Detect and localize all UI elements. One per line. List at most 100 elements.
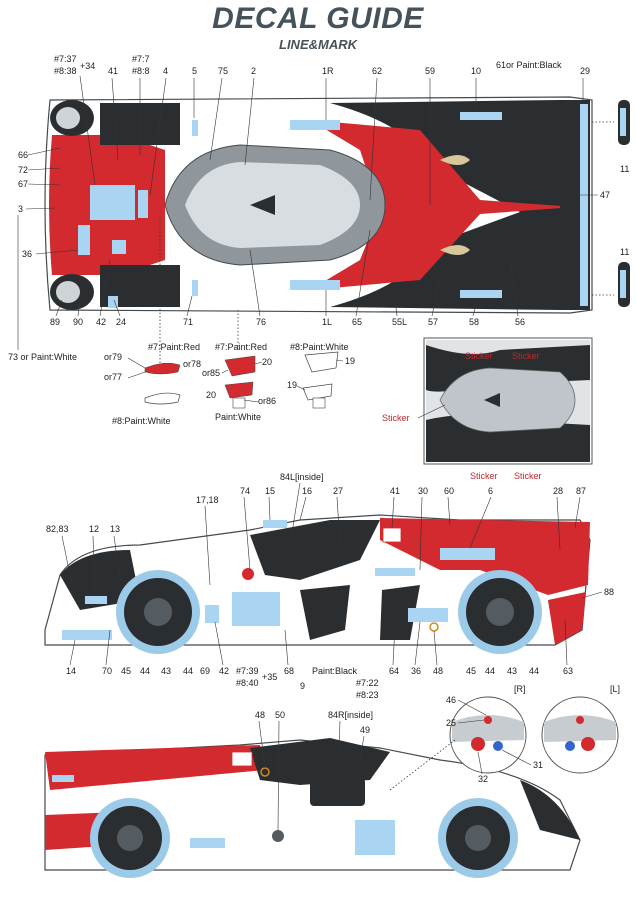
label-73: 73 or Paint:White <box>8 352 77 362</box>
label-89: 89 <box>50 317 60 327</box>
label-19a: 19 <box>345 356 355 366</box>
sticker-label-2: Sticker <box>512 351 540 361</box>
label-67: 67 <box>18 179 28 189</box>
label-15: 15 <box>265 486 275 496</box>
detail-parts: #7:Paint:Red or79 or78 or77 #8:Paint:Whi… <box>104 218 355 426</box>
label-16: 16 <box>302 486 312 496</box>
sticker-inset: Sticker Sticker Sticker Sticker Sticker <box>382 337 593 481</box>
label-p8-white-a: #8:Paint:White <box>112 416 171 426</box>
detail-part-20a <box>224 355 256 377</box>
label-p8-white-b: #8:Paint:White <box>290 342 349 352</box>
label-71: 71 <box>183 317 193 327</box>
label-70: 70 <box>102 666 112 676</box>
label-r: [R] <box>514 684 526 694</box>
label-82-83: 82,83 <box>46 524 69 534</box>
detail-part-19a <box>304 351 339 373</box>
label-44-d: 44 <box>529 666 539 676</box>
label-75: 75 <box>218 66 228 76</box>
label-90: 90 <box>73 317 83 327</box>
label-9: 9 <box>300 681 305 691</box>
label-3: 3 <box>18 204 23 214</box>
label-13: 13 <box>110 524 120 534</box>
label-28: 28 <box>553 486 563 496</box>
side-view-car-right <box>44 696 619 878</box>
label-1r: 1R <box>322 66 334 76</box>
side-view-car-left <box>44 514 591 654</box>
label-41-side: 41 <box>390 486 400 496</box>
label-8-8: #8:8 <box>132 66 150 76</box>
sticker-label-3: Sticker <box>382 413 410 423</box>
label-11-bottom: 11 <box>620 247 629 257</box>
top-view-black-rear <box>330 100 560 310</box>
label-l: [L] <box>610 684 620 694</box>
label-41: 41 <box>108 66 118 76</box>
label-58: 58 <box>469 317 479 327</box>
label-66: 66 <box>18 150 28 160</box>
label-69: 69 <box>200 666 210 676</box>
label-63: 63 <box>563 666 573 676</box>
label-p7-red-a: #7:Paint:Red <box>148 342 200 352</box>
label-paint-black: Paint:Black <box>312 666 358 676</box>
label-61: 61or Paint:Black <box>496 60 562 70</box>
page-title: DECAL GUIDE <box>212 2 424 35</box>
label-87: 87 <box>576 486 586 496</box>
label-7-37: #7:37 <box>54 54 77 64</box>
label-or79: or79 <box>104 352 122 362</box>
label-or78: or78 <box>183 359 201 369</box>
label-59: 59 <box>425 66 435 76</box>
label-44-c: 44 <box>485 666 495 676</box>
label-7-39: #7:39 <box>236 666 259 676</box>
top-view-red-sweep <box>310 120 575 290</box>
label-34: +34 <box>80 61 95 71</box>
top-view-labels: #7:37 #8:38 +34 41 #7:7 #8:8 4 5 75 2 1R… <box>8 54 629 362</box>
label-36-side: 36 <box>411 666 421 676</box>
label-20b: 20 <box>206 390 216 400</box>
label-17-18: 17,18 <box>196 495 219 505</box>
label-8-40: #8:40 <box>236 678 259 688</box>
label-84l: 84L[inside] <box>280 472 324 482</box>
label-or77: or77 <box>104 372 122 382</box>
label-14: 14 <box>66 666 76 676</box>
detail-part-19b <box>302 383 333 401</box>
side-view-labels: 84L[inside] 17,18 74 15 16 27 41 30 60 6… <box>46 472 614 700</box>
label-2: 2 <box>251 66 256 76</box>
label-43-a: 43 <box>161 666 171 676</box>
page-subtitle: LINE&MARK <box>279 37 357 52</box>
label-4: 4 <box>163 66 168 76</box>
label-44-b: 44 <box>183 666 193 676</box>
label-49: 49 <box>360 725 370 735</box>
label-72: 72 <box>18 165 28 175</box>
label-10: 10 <box>471 66 481 76</box>
label-36: 36 <box>22 249 32 259</box>
label-or86: or86 <box>258 396 276 406</box>
label-8-23: #8:23 <box>356 690 379 700</box>
label-31: 31 <box>533 760 543 770</box>
label-paint-white: Paint:White <box>215 412 261 422</box>
label-76: 76 <box>256 317 266 327</box>
label-42: 42 <box>96 317 106 327</box>
label-45-b: 45 <box>466 666 476 676</box>
label-62: 62 <box>372 66 382 76</box>
sticker-label-1: Sticker <box>465 351 493 361</box>
label-45-a: 45 <box>121 666 131 676</box>
label-7-7: #7:7 <box>132 54 150 64</box>
label-1l: 1L <box>322 317 332 327</box>
label-5: 5 <box>192 66 197 76</box>
label-50: 50 <box>275 710 285 720</box>
label-or85: or85 <box>202 368 220 378</box>
label-74: 74 <box>240 486 250 496</box>
label-29: 29 <box>580 66 590 76</box>
sticker-label-5: Sticker <box>514 471 542 481</box>
detail-part-20b <box>224 381 254 399</box>
label-60: 60 <box>444 486 454 496</box>
label-8-38: #8:38 <box>54 66 77 76</box>
label-84r: 84R[inside] <box>328 710 373 720</box>
label-48-side: 48 <box>433 666 443 676</box>
label-11-top: 11 <box>620 164 629 174</box>
label-24: 24 <box>116 317 126 327</box>
label-32: 32 <box>478 774 488 784</box>
label-20a: 20 <box>262 357 272 367</box>
sticker-label-4: Sticker <box>470 471 498 481</box>
label-6: 6 <box>488 486 493 496</box>
